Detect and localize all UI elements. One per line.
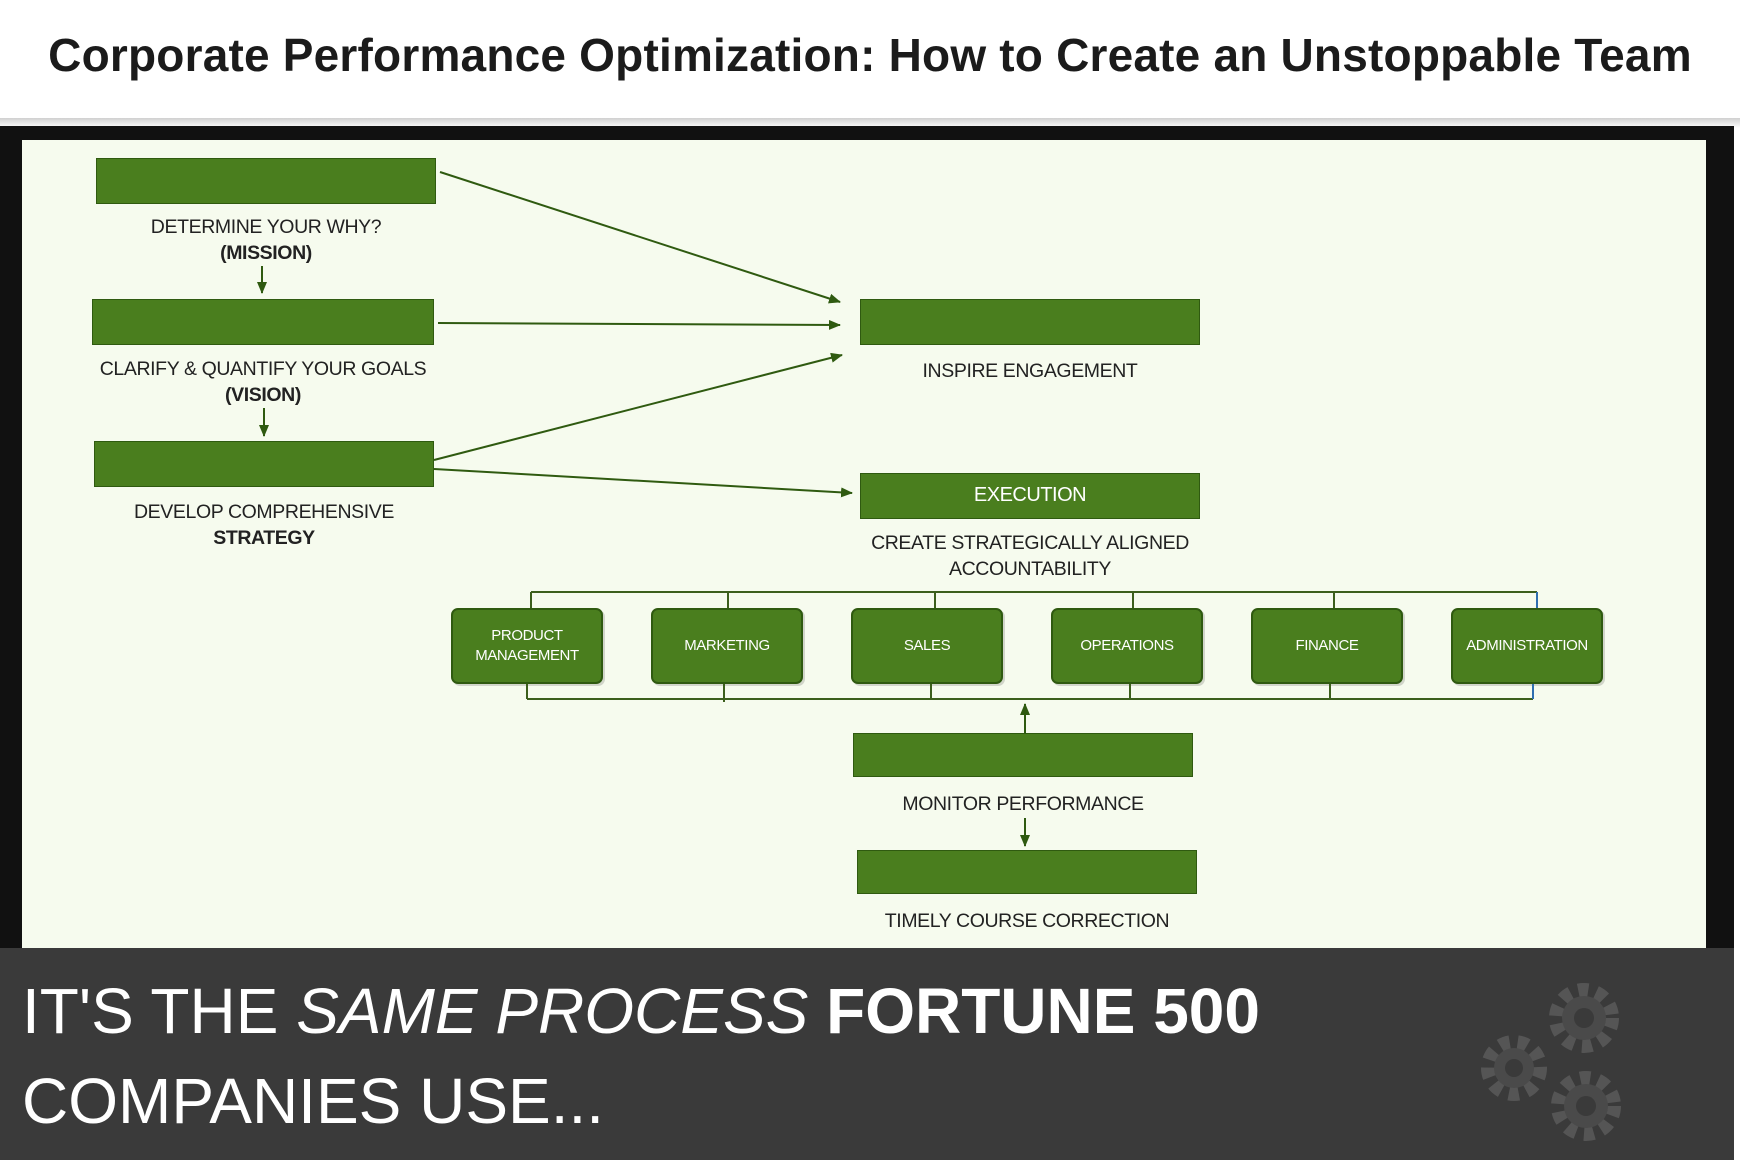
dept-administration: ADMINISTRATION — [1451, 608, 1603, 684]
dept-finance-label: FINANCE — [1295, 637, 1359, 654]
execution-bar: EXECUTION — [860, 473, 1200, 519]
dept-operations-label: OPERATIONS — [1080, 637, 1174, 654]
vision-line1: CLARIFY & QUANTIFY YOUR GOALS — [99, 358, 427, 380]
dept-marketing-label: MARKETING — [684, 637, 770, 654]
header: Corporate Performance Optimization: How … — [0, 0, 1740, 128]
strategy-bar — [94, 441, 434, 487]
vision-caption: CLARIFY & QUANTIFY YOUR GOALS (VISION) — [84, 356, 442, 408]
vision-line2: (VISION) — [225, 384, 301, 406]
arrow-strategy-to-engagement — [433, 352, 843, 461]
execution-caption: CREATE STRATEGICALLY ALIGNED ACCOUNTABIL… — [840, 530, 1220, 582]
strategy-line2: STRATEGY — [213, 527, 315, 549]
dept-product-management: PRODUCT MANAGEMENT — [451, 608, 603, 684]
arrow-mission-to-engagement — [439, 171, 841, 304]
execution-line2: ACCOUNTABILITY — [949, 558, 1111, 580]
tagline-line1: IT'S THE SAME PROCESS FORTUNE 500 — [22, 966, 1322, 1056]
correction-bar — [857, 850, 1197, 894]
engagement-caption: INSPIRE ENGAGEMENT — [922, 360, 1138, 382]
mission-caption: DETERMINE YOUR WHY? (MISSION) — [96, 214, 436, 266]
execution-line1: CREATE STRATEGICALLY ALIGNED — [871, 532, 1189, 554]
tagline-part2: SAME PROCESS — [296, 975, 809, 1047]
dept-product-management-label: PRODUCT MANAGEMENT — [475, 627, 579, 664]
tagline: IT'S THE SAME PROCESS FORTUNE 500 COMPAN… — [22, 966, 1322, 1146]
gears-icon — [1481, 983, 1621, 1141]
dept-marketing: MARKETING — [651, 608, 803, 684]
tagline-part3: FORTUNE 500 — [808, 975, 1260, 1047]
dept-administration-label: ADMINISTRATION — [1466, 637, 1588, 654]
header-shadow — [0, 118, 1740, 128]
correction-caption: TIMELY COURSE CORRECTION — [884, 910, 1170, 932]
monitor-caption: MONITOR PERFORMANCE — [902, 793, 1144, 815]
dept-sales-label: SALES — [903, 637, 951, 654]
dept-operations: OPERATIONS — [1051, 608, 1203, 684]
arrow-vision-to-engagement — [437, 319, 841, 330]
vision-bar — [92, 299, 434, 345]
tagline-line2: COMPANIES USE... — [22, 1065, 605, 1137]
monitor-bar — [853, 733, 1193, 777]
tagline-banner: IT'S THE SAME PROCESS FORTUNE 500 COMPAN… — [0, 948, 1734, 1160]
mission-bar — [96, 158, 436, 204]
strategy-line1: DEVELOP COMPREHENSIVE — [134, 501, 394, 523]
diagram-canvas — [22, 140, 1706, 950]
arrow-strategy-to-execution — [433, 468, 853, 498]
dept-sales: SALES — [851, 608, 1003, 684]
strategy-caption: DEVELOP COMPREHENSIVE STRATEGY — [94, 499, 434, 551]
mission-line2: (MISSION) — [220, 242, 312, 264]
dept-finance: FINANCE — [1251, 608, 1403, 684]
execution-bar-label: EXECUTION — [973, 484, 1087, 506]
page-title: Corporate Performance Optimization: How … — [48, 29, 1692, 81]
tagline-part1: IT'S THE — [22, 975, 297, 1047]
mission-line1: DETERMINE YOUR WHY? — [150, 216, 382, 238]
engagement-bar — [860, 299, 1200, 345]
